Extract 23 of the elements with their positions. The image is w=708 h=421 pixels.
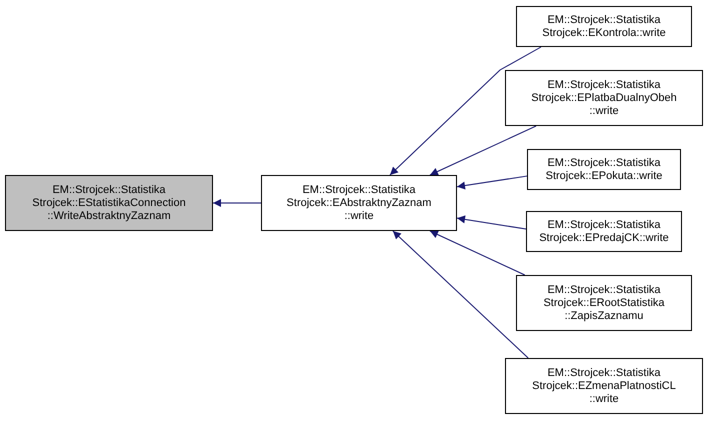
class-label: EM::Strojcek::Statistika Strojcek::EAbstraktnyZaznam ::write: [286, 184, 432, 222]
arrow: [429, 126, 537, 176]
arrow: [456, 215, 526, 230]
class-box: [516, 6, 692, 47]
class-box: [261, 175, 457, 231]
class-box: [516, 275, 692, 331]
class-box: [505, 358, 703, 414]
class-label: EM::Strojcek::Statistika Strojcek::EKontrola::write: [541, 14, 667, 40]
class-box: [5, 175, 213, 231]
arrow: [389, 46, 542, 176]
arrow: [429, 230, 526, 276]
class-label: EM::Strojcek::Statistika Strojcek::EPredajCK::write: [539, 218, 669, 244]
class-label: EM::Strojcek::Statistika Strojcek::EPlatbaDualnyObeh ::write: [530, 78, 678, 118]
class-box: [505, 70, 703, 126]
arrow: [456, 176, 528, 190]
class-box: [527, 149, 681, 190]
arrow: [212, 199, 262, 207]
class-box: [526, 211, 682, 252]
class-label: EM::Strojcek::Statistika Strojcek::ERootStatistika ::ZapisZaznamu: [542, 284, 666, 322]
class-label: EM::Strojcek::Statistika Strojcek::EZmenaPlatnostiCL ::write: [531, 366, 677, 406]
class-label: EM::Strojcek::Statistika Strojcek::EPokuta::write: [544, 156, 664, 182]
class-label: EM::Strojcek::Statistika Strojcek::EStatistikaConnection ::WriteAbstraktnyZaznam: [31, 184, 187, 222]
arrow: [392, 230, 529, 358]
